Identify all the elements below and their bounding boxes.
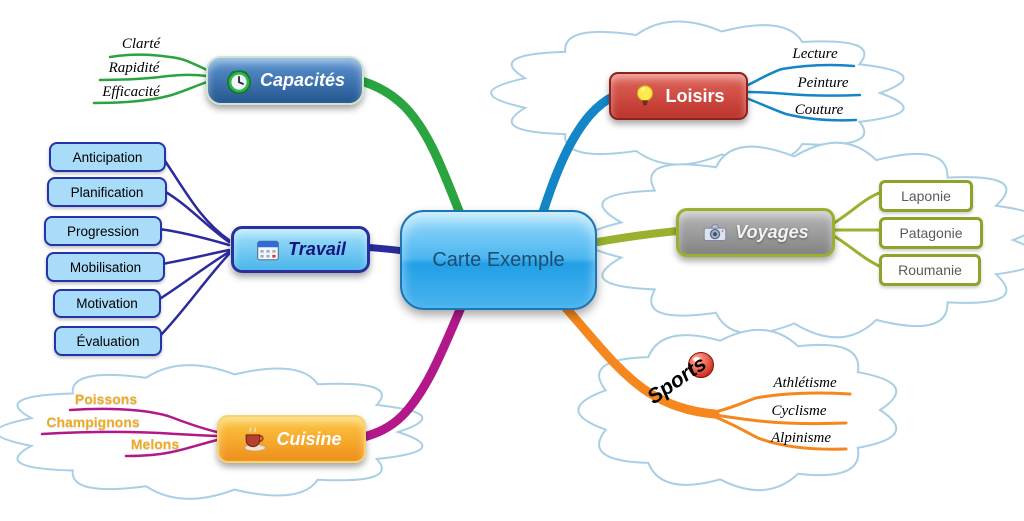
child-alpinisme[interactable]: Alpinisme xyxy=(771,430,831,446)
child-planification[interactable]: Planification xyxy=(47,177,167,207)
child-couture[interactable]: Couture xyxy=(794,102,844,118)
cuisine-child-line-0 xyxy=(68,407,219,434)
child-laponie[interactable]: Laponie xyxy=(879,180,973,212)
child-anticipation[interactable]: Anticipation xyxy=(49,142,166,172)
clouds xyxy=(0,20,1024,500)
camera-icon xyxy=(702,220,728,246)
child-clarte[interactable]: Clarté xyxy=(121,36,161,52)
child-patagonie[interactable]: Patagonie xyxy=(879,217,983,249)
travail-child-line-1 xyxy=(162,189,231,244)
travail-child-line-0 xyxy=(161,156,231,242)
capacites-child-line-0 xyxy=(108,53,209,72)
child-motivation[interactable]: Motivation xyxy=(53,289,161,318)
coffee-cup-icon xyxy=(241,425,269,453)
cuisine-child-line-1 xyxy=(40,430,219,438)
loisirs-child-line-2 xyxy=(744,96,858,122)
child-peinture[interactable]: Peinture xyxy=(797,75,849,91)
capacites-child-line-2 xyxy=(92,80,209,105)
node-cuisine-label: Cuisine xyxy=(276,428,342,449)
cuisine-child-line-2 xyxy=(124,438,219,458)
child-roumanie[interactable]: Roumanie xyxy=(879,254,981,286)
capacites-child-line-1 xyxy=(98,73,209,82)
branch-loisirs-main xyxy=(538,91,619,217)
node-cuisine[interactable]: Cuisine xyxy=(217,415,366,463)
branch-capacites-main xyxy=(353,75,464,216)
branch-voyages-main xyxy=(588,227,682,247)
ball-icon xyxy=(686,350,716,380)
loisirs-child-line-0 xyxy=(744,63,856,88)
clock-icon xyxy=(225,67,253,95)
travail-child-line-3 xyxy=(160,248,231,266)
child-cyclisme[interactable]: Cyclisme xyxy=(771,403,827,419)
branch-cuisine-main xyxy=(355,300,467,443)
sports-child-line-1 xyxy=(713,413,848,426)
node-capacites[interactable]: Capacités xyxy=(206,56,364,105)
sports-child-line-2 xyxy=(713,415,848,451)
loisirs-child-line-1 xyxy=(744,90,862,97)
child-evaluation[interactable]: Évaluation xyxy=(54,326,162,356)
child-progression[interactable]: Progression xyxy=(44,216,162,246)
child-poissons[interactable]: Poissons xyxy=(74,391,138,407)
central-topic-label: Carte Exemple xyxy=(432,248,565,271)
node-voyages-label: Voyages xyxy=(735,222,809,242)
cloud-sports xyxy=(577,328,898,492)
travail-child-line-5 xyxy=(157,252,231,339)
travail-child-line-2 xyxy=(157,227,231,247)
child-melons[interactable]: Melons xyxy=(130,436,180,452)
node-capacites-label: Capacités xyxy=(259,70,346,90)
child-athletisme[interactable]: Athlétisme xyxy=(773,375,837,391)
child-lecture[interactable]: Lecture xyxy=(792,46,838,62)
node-travail[interactable]: Travail xyxy=(231,226,370,273)
cloud-cuisine xyxy=(0,364,424,500)
child-champignons[interactable]: Champignons xyxy=(46,414,140,430)
branch-sports-main xyxy=(551,292,720,419)
node-travail-label: Travail xyxy=(288,239,346,259)
calendar-icon xyxy=(255,237,281,263)
child-mobilisation[interactable]: Mobilisation xyxy=(46,252,165,282)
node-loisirs[interactable]: Loisirs xyxy=(609,72,748,120)
node-loisirs-label: Loisirs xyxy=(665,85,725,106)
child-efficacite[interactable]: Efficacité xyxy=(102,84,160,100)
node-voyages[interactable]: Voyages xyxy=(676,208,835,257)
child-rapidite[interactable]: Rapidité xyxy=(108,60,160,76)
sports-child-line-0 xyxy=(713,391,852,414)
travail-child-line-4 xyxy=(156,250,231,302)
lightbulb-icon xyxy=(632,83,658,109)
central-topic[interactable]: Carte Exemple xyxy=(400,210,597,310)
